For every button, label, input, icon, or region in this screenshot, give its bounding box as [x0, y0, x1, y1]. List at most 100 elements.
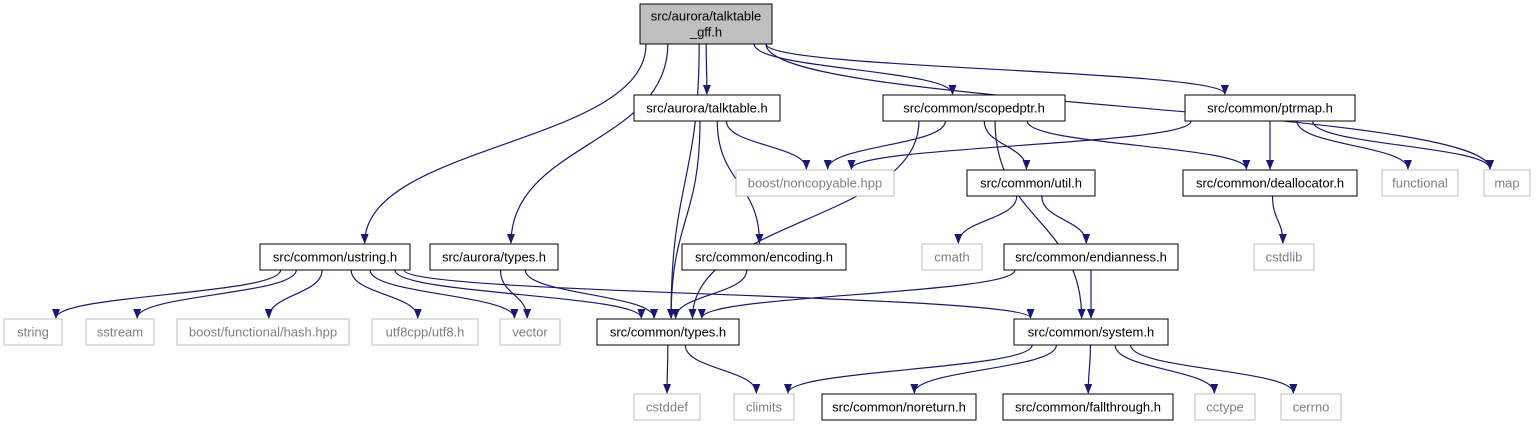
node-vector: vector — [499, 318, 561, 346]
node-box — [733, 393, 795, 421]
edge-common_ustring-to-utf8 — [350, 269, 422, 319]
node-common-ptrmap[interactable]: src/common/ptrmap.h — [1184, 94, 1356, 122]
node-common-fallthrough[interactable]: src/common/fallthrough.h — [1002, 393, 1174, 421]
node-box — [371, 318, 479, 346]
edge-common_util-to-cmath — [954, 195, 1018, 244]
node-boost-hash: boost/functional/hash.hpp — [176, 318, 350, 346]
node-box — [633, 393, 701, 421]
edge-root-to-aurora_talktable — [702, 43, 711, 95]
node-functional: functional — [1381, 169, 1459, 197]
node-boost-noncopyable: boost/noncopyable.hpp — [735, 169, 895, 197]
node-box — [1280, 393, 1342, 421]
edge-common_endianness-to-common_types — [697, 269, 1016, 319]
node-box — [1182, 169, 1358, 197]
node-box — [1002, 393, 1174, 421]
edge-common_types-to-climits — [684, 344, 761, 394]
node-label: src/common/scopedptr.h — [903, 101, 1045, 116]
node-label: sstream — [97, 325, 143, 340]
edges-layer — [52, 43, 1494, 394]
node-root[interactable]: src/aurora/talktable_gff.h — [639, 3, 773, 45]
node-aurora-talktable[interactable]: src/aurora/talktable.h — [633, 94, 781, 122]
node-utf8: utf8cpp/utf8.h — [371, 318, 479, 346]
node-common-ustring[interactable]: src/common/ustring.h — [259, 243, 411, 271]
edge-common_ptrmap-to-map — [1312, 120, 1494, 170]
node-box — [1253, 243, 1315, 271]
edge-root-to-common_ustring — [360, 43, 647, 244]
node-box — [1184, 94, 1356, 122]
node-string: string — [3, 318, 63, 346]
node-box — [639, 3, 773, 45]
edge-common_scopedptr-to-common_system — [994, 120, 1086, 319]
node-common-types[interactable]: src/common/types.h — [596, 318, 740, 346]
edge-common_ustring-to-string — [52, 269, 282, 319]
node-common-system[interactable]: src/common/system.h — [1013, 318, 1169, 346]
node-common-encoding[interactable]: src/common/encoding.h — [681, 243, 847, 271]
node-box — [429, 243, 559, 271]
node-cctype: cctype — [1194, 393, 1256, 421]
node-label: vector — [512, 325, 548, 340]
node-label: _gff.h — [689, 25, 722, 40]
node-box — [1381, 169, 1459, 197]
node-label: src/common/noreturn.h — [832, 400, 966, 415]
node-label: cstddef — [646, 400, 688, 415]
node-label: boost/noncopyable.hpp — [748, 176, 882, 191]
edge-root-to-aurora_types — [506, 43, 669, 244]
edge-aurora_talktable-to-boost_noncopyable — [725, 120, 811, 170]
node-box — [821, 393, 977, 421]
node-label: functional — [1392, 176, 1448, 191]
node-label: src/common/util.h — [980, 176, 1082, 191]
node-cstdlib: cstdlib — [1253, 243, 1315, 271]
node-label: src/common/ptrmap.h — [1207, 101, 1333, 116]
edge-root-to-common_ptrmap — [765, 43, 1229, 95]
node-label: src/aurora/talktable — [651, 9, 762, 24]
edge-aurora_types-to-common_types — [524, 269, 659, 319]
node-common-noreturn[interactable]: src/common/noreturn.h — [821, 393, 977, 421]
node-label: cctype — [1206, 400, 1244, 415]
node-common-endianness[interactable]: src/common/endianness.h — [1003, 243, 1179, 271]
node-label: climits — [746, 400, 783, 415]
node-label: src/common/ustring.h — [273, 250, 397, 265]
node-box — [882, 94, 1066, 122]
node-label: src/common/endianness.h — [1015, 250, 1167, 265]
edge-common_deallocator-to-cstdlib — [1271, 195, 1287, 244]
node-common-scopedptr[interactable]: src/common/scopedptr.h — [882, 94, 1066, 122]
nodes-layer: src/aurora/talktable_gff.hsrc/aurora/tal… — [3, 3, 1531, 421]
edge-common_ustring-to-vector — [369, 269, 519, 319]
node-box — [3, 318, 63, 346]
node-label: boost/functional/hash.hpp — [189, 325, 337, 340]
edge-aurora_talktable-to-common_types — [667, 120, 701, 319]
edge-common_ustring-to-sstream — [133, 269, 297, 319]
node-common-deallocator[interactable]: src/common/deallocator.h — [1182, 169, 1358, 197]
edge-common_ustring-to-common_system — [403, 269, 1035, 319]
edge-common_ustring-to-common_types — [394, 269, 646, 319]
node-label: cmath — [934, 250, 969, 265]
node-map: map — [1483, 169, 1531, 197]
edge-common_system-to-common_noreturn — [910, 344, 1058, 394]
node-label: src/aurora/talktable.h — [646, 101, 767, 116]
node-box — [633, 94, 781, 122]
node-aurora-types[interactable]: src/aurora/types.h — [429, 243, 559, 271]
node-label: src/common/system.h — [1028, 325, 1154, 340]
edge-common_system-to-cctype — [1114, 344, 1219, 394]
node-box — [176, 318, 350, 346]
node-box — [259, 243, 411, 271]
node-box — [681, 243, 847, 271]
node-label: src/common/encoding.h — [695, 250, 833, 265]
node-box — [1483, 169, 1531, 197]
edge-common_system-to-common_fallthrough — [1084, 344, 1093, 394]
node-common-util[interactable]: src/common/util.h — [966, 169, 1096, 197]
node-cstddef: cstddef — [633, 393, 701, 421]
edge-common_scopedptr-to-common_types — [688, 120, 920, 319]
edge-root-to-common_types — [667, 43, 700, 319]
edge-aurora_types-to-vector — [499, 269, 532, 319]
node-label: src/common/fallthrough.h — [1015, 400, 1161, 415]
node-box — [1013, 318, 1169, 346]
node-sstream: sstream — [85, 318, 155, 346]
node-climits: climits — [733, 393, 795, 421]
node-box — [499, 318, 561, 346]
node-label: cstdlib — [1266, 250, 1303, 265]
edge-common_ptrmap-to-functional — [1296, 120, 1412, 170]
node-box — [596, 318, 740, 346]
node-box — [921, 243, 983, 271]
node-box — [85, 318, 155, 346]
